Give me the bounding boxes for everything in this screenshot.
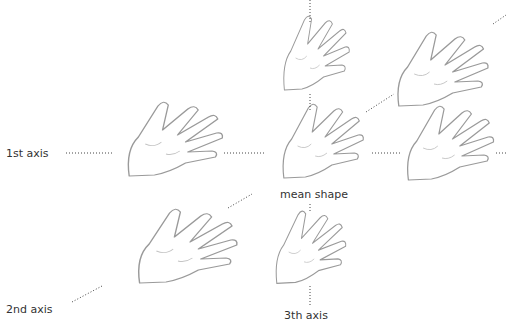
axis-label: 2nd axis [6,303,53,316]
axis-label: 1st axis [6,147,49,160]
hand-shapes [128,16,493,283]
axis-label: mean shape [280,188,348,201]
axis-label: 3th axis [284,309,328,322]
axis-lines [66,0,507,306]
